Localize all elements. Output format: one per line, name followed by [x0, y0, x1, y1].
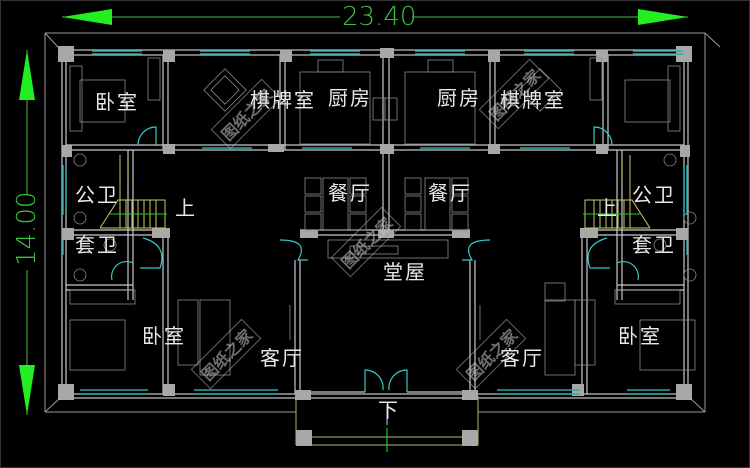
- room-label-dining-right: 餐厅: [428, 181, 472, 205]
- room-label-living-left: 客厅: [260, 346, 304, 370]
- room-label-public-wc-right: 公卫: [632, 183, 676, 207]
- room-label-bedroom-bottom-right: 卧室: [618, 324, 662, 348]
- room-label-kitchen-left: 厨房: [328, 86, 372, 110]
- room-label-ensuite-wc-left: 套卫: [75, 233, 119, 257]
- room-label-mahjong-left: 棋牌室: [250, 88, 316, 112]
- room-label-main-hall: 堂屋: [383, 260, 427, 284]
- entry-down-label: 下: [378, 398, 400, 422]
- room-label-mahjong-right: 棋牌室: [500, 88, 566, 112]
- dimension-width-label: 23.40: [342, 2, 417, 32]
- dimension-depth: [19, 50, 35, 415]
- room-label-living-right: 客厅: [500, 346, 544, 370]
- stair-up-label-right: 上: [597, 196, 619, 220]
- room-label-bedroom-bottom-left: 卧室: [142, 324, 186, 348]
- dimension-width: [62, 9, 688, 25]
- room-label-public-wc-left: 公卫: [75, 183, 119, 207]
- room-label-bedroom-top-left: 卧室: [95, 90, 139, 114]
- room-label-ensuite-wc-right: 套卫: [632, 233, 676, 257]
- room-label-dining-left: 餐厅: [328, 181, 372, 205]
- dimension-depth-label: 14.00: [12, 191, 42, 266]
- room-label-kitchen-right: 厨房: [437, 86, 481, 110]
- stair-up-label-left: 上: [175, 196, 197, 220]
